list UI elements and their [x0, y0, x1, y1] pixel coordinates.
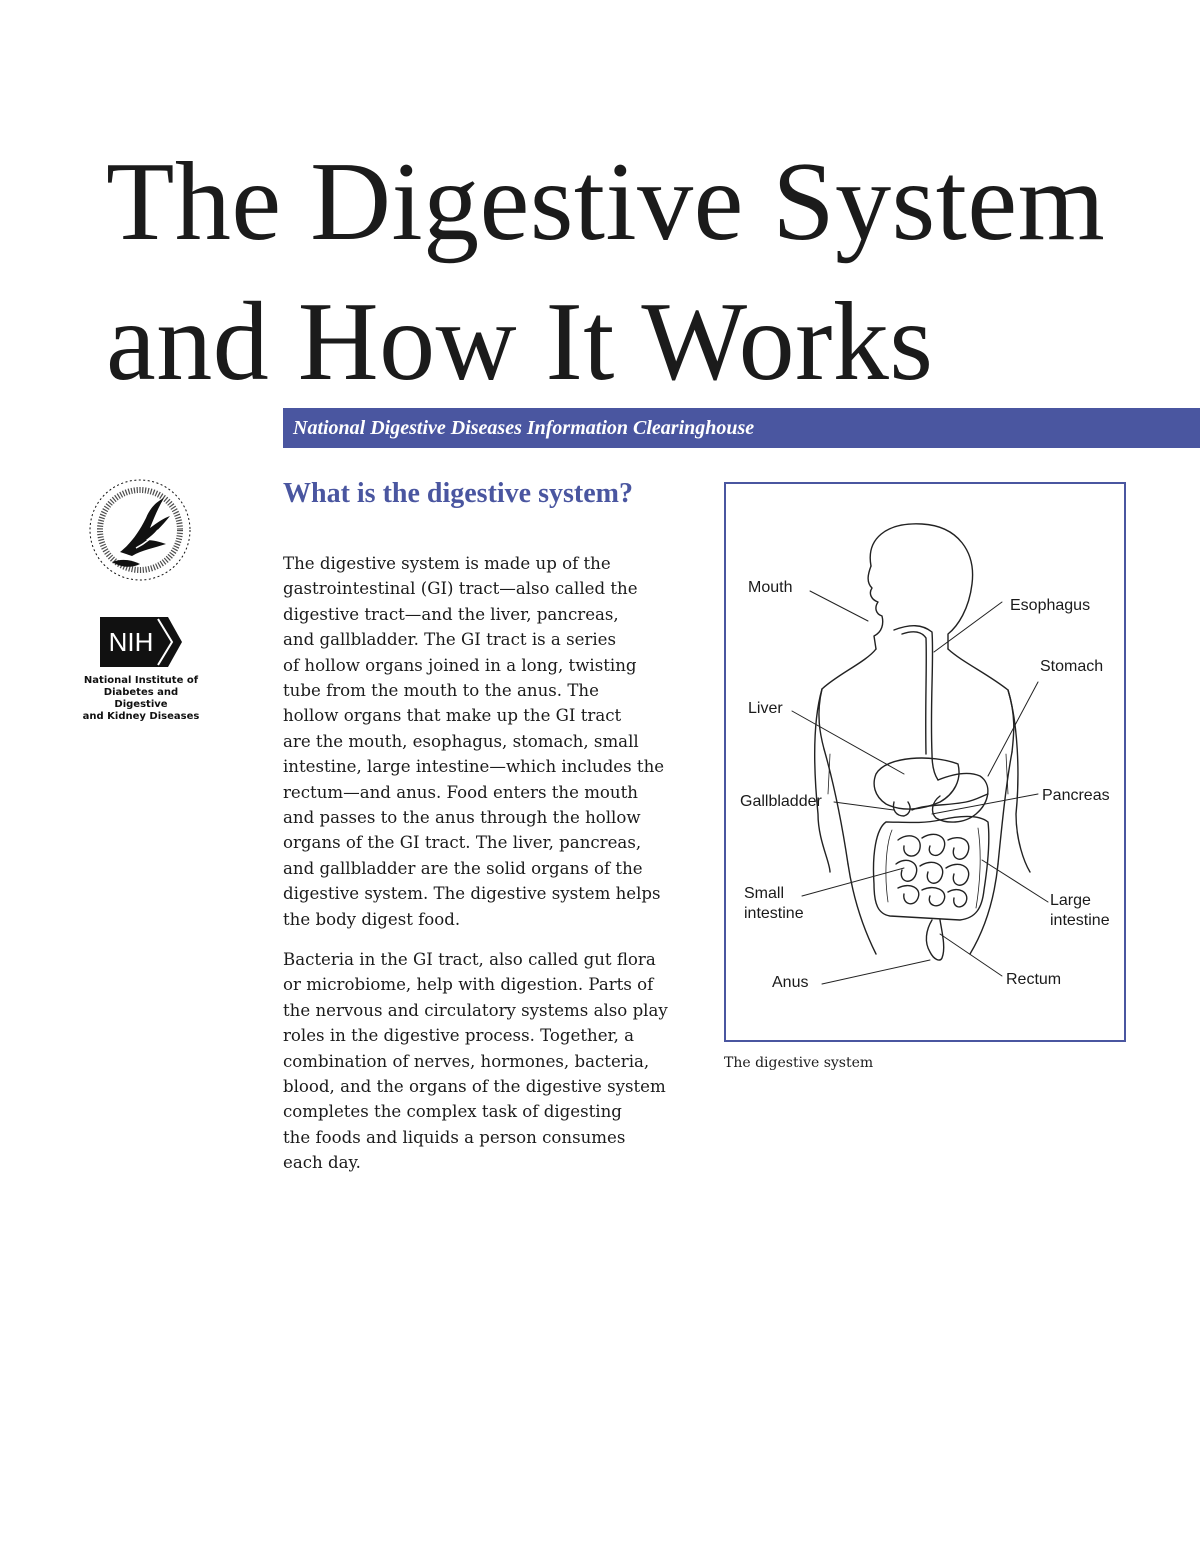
paragraph-2: Bacteria in the GI tract, also called gu…	[283, 947, 693, 1176]
paragraph-1-line: organs of the GI tract. The liver, pancr…	[283, 833, 642, 853]
figure-caption: The digestive system	[724, 1055, 874, 1071]
label-small-intestine: Small intestine	[744, 884, 804, 924]
paragraph-1-line: and gallbladder are the solid organs of …	[283, 858, 643, 878]
paragraph-2-line: combination of nerves, hormones, bacteri…	[283, 1051, 650, 1071]
label-stomach: Stomach	[1040, 658, 1104, 675]
label-gallbladder: Gallbladder	[740, 793, 822, 810]
digestive-system-figure: Mouth Esophagus Stomach Liver Gallbladde…	[724, 482, 1126, 1042]
paragraph-1-line: The digestive system is made up of the	[283, 554, 611, 573]
title-line-2: and How It Works	[106, 280, 934, 404]
nih-logo: NIH National Institute of Diabetes and D…	[76, 615, 206, 722]
title-line-1: The Digestive System	[106, 140, 1106, 264]
label-large-intestine-line-1: Large	[1050, 892, 1091, 909]
nih-badge-icon: NIH	[100, 617, 182, 667]
paragraph-1-line: the body digest food.	[283, 909, 461, 929]
label-large-intestine: Large intestine	[1050, 891, 1110, 931]
paragraph-2-line: Bacteria in the GI tract, also called gu…	[283, 950, 656, 969]
clearinghouse-banner: National Digestive Diseases Information …	[283, 408, 1200, 448]
paragraph-1: The digestive system is made up of the g…	[283, 551, 693, 932]
paragraph-1-line: hollow organs that make up the GI tract	[283, 706, 622, 726]
page-title: The Digestive System and How It Works	[106, 132, 1105, 412]
nih-caption-line-1: National Institute of	[83, 675, 199, 686]
label-anus: Anus	[772, 974, 809, 991]
paragraph-1-line: of hollow organs joined in a long, twist…	[283, 655, 637, 675]
label-small-intestine-line-1: Small	[744, 885, 785, 902]
section-heading: What is the digestive system?	[283, 478, 633, 509]
paragraph-1-line: gastrointestinal (GI) tract—also called …	[283, 579, 638, 599]
label-pancreas: Pancreas	[1042, 787, 1110, 804]
paragraph-2-line: completes the complex task of digesting	[283, 1102, 622, 1122]
nih-caption: National Institute of Diabetes and Diges…	[76, 675, 206, 723]
digestive-system-illustration-icon	[791, 523, 1049, 985]
nih-caption-line-3: and Kidney Diseases	[82, 711, 200, 722]
paragraph-1-line: and gallbladder. The GI tract is a serie…	[283, 630, 616, 650]
paragraph-2-line: the foods and liquids a person consumes	[283, 1127, 626, 1147]
paragraph-1-line: are the mouth, esophagus, stomach, small	[283, 731, 639, 751]
label-liver: Liver	[748, 700, 783, 717]
paragraph-1-line: tube from the mouth to the anus. The	[283, 681, 599, 701]
paragraph-1-line: digestive system. The digestive system h…	[283, 884, 661, 904]
paragraph-2-line: blood, and the organs of the digestive s…	[283, 1077, 666, 1097]
paragraph-2-line: the nervous and circulatory systems also…	[283, 1000, 668, 1020]
paragraph-2-line: or microbiome, help with digestion. Part…	[283, 975, 654, 995]
paragraph-1-line: digestive tract—and the liver, pancreas,	[283, 604, 619, 624]
banner-text: National Digestive Diseases Information …	[293, 417, 755, 439]
nih-caption-line-2: Diabetes and Digestive	[103, 687, 179, 710]
paragraph-1-line: rectum—and anus. Food enters the mouth	[283, 782, 638, 802]
nih-badge-text: NIH	[109, 627, 154, 657]
paragraph-2-line: each day.	[283, 1153, 361, 1173]
label-large-intestine-line-2: intestine	[1050, 912, 1110, 929]
paragraph-2-line: roles in the digestive process. Together…	[283, 1026, 635, 1046]
paragraph-1-line: intestine, large intestine—which include…	[283, 757, 665, 777]
label-mouth: Mouth	[748, 579, 793, 596]
label-rectum: Rectum	[1006, 971, 1062, 988]
label-esophagus: Esophagus	[1010, 597, 1091, 614]
hhs-seal-logo-icon	[89, 479, 191, 581]
label-small-intestine-line-2: intestine	[744, 905, 804, 922]
paragraph-1-line: and passes to the anus through the hollo…	[283, 808, 641, 828]
